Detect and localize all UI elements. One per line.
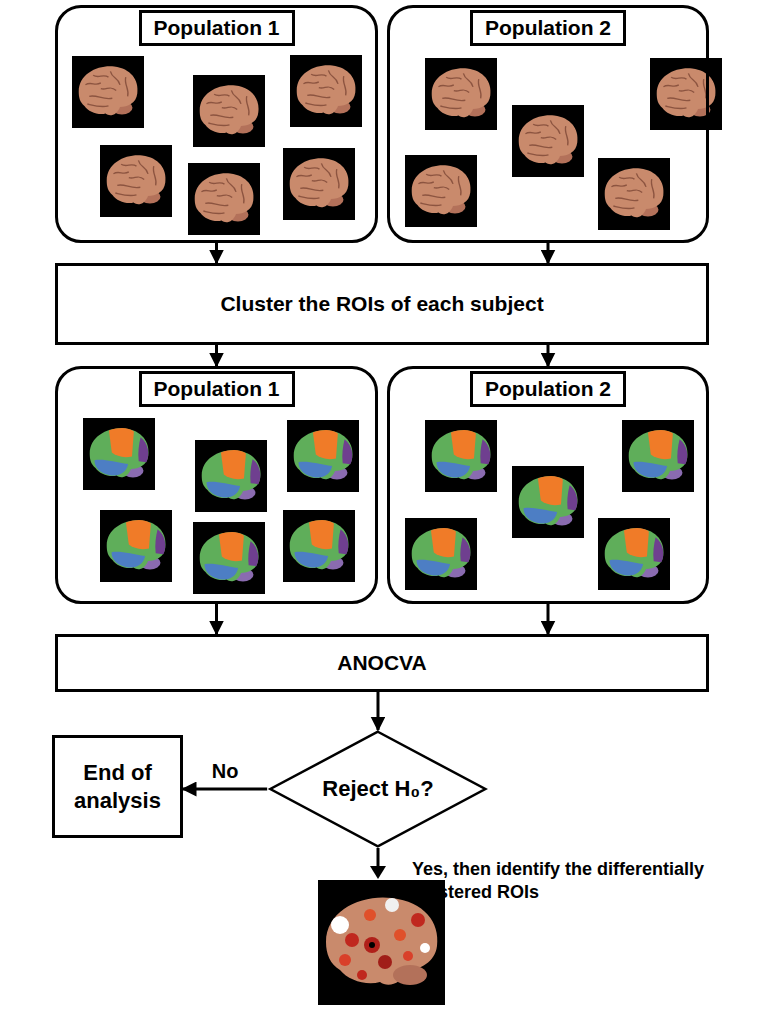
flow-arrow — [215, 243, 218, 263]
process-band: ANOCVA — [55, 634, 709, 692]
population-group: Population 1 — [55, 366, 378, 604]
terminal-box: End of analysis — [52, 735, 183, 838]
node-label: ANOCVA — [337, 651, 426, 675]
flow-arrow — [547, 345, 550, 366]
population-group: Population 2 — [387, 366, 709, 604]
flow-arrow — [547, 604, 550, 634]
group-heading: Population 1 — [139, 10, 295, 46]
population-group: Population 2 — [387, 5, 709, 243]
node-label: Cluster the ROIs of each subject — [220, 292, 543, 316]
process-band: Cluster the ROIs of each subject — [55, 263, 709, 345]
flow-arrow — [547, 243, 550, 263]
group-heading: Population 2 — [470, 10, 626, 46]
flow-arrow — [376, 692, 379, 730]
group-heading: Population 1 — [139, 371, 295, 407]
flow-arrow — [215, 604, 218, 634]
flow-arrow — [183, 788, 267, 791]
population-group: Population 1 — [55, 5, 378, 243]
flow-arrow — [215, 345, 218, 366]
branch-note: Yes, then identify the differentially cl… — [412, 858, 712, 905]
node-label: Reject H₀? — [322, 776, 433, 802]
group-heading: Population 2 — [470, 371, 626, 407]
yes-arrow — [370, 848, 386, 879]
edge-label: No — [209, 760, 242, 783]
node-label: End of analysis — [61, 759, 174, 814]
decision-diamond: Reject H₀? — [267, 730, 489, 848]
